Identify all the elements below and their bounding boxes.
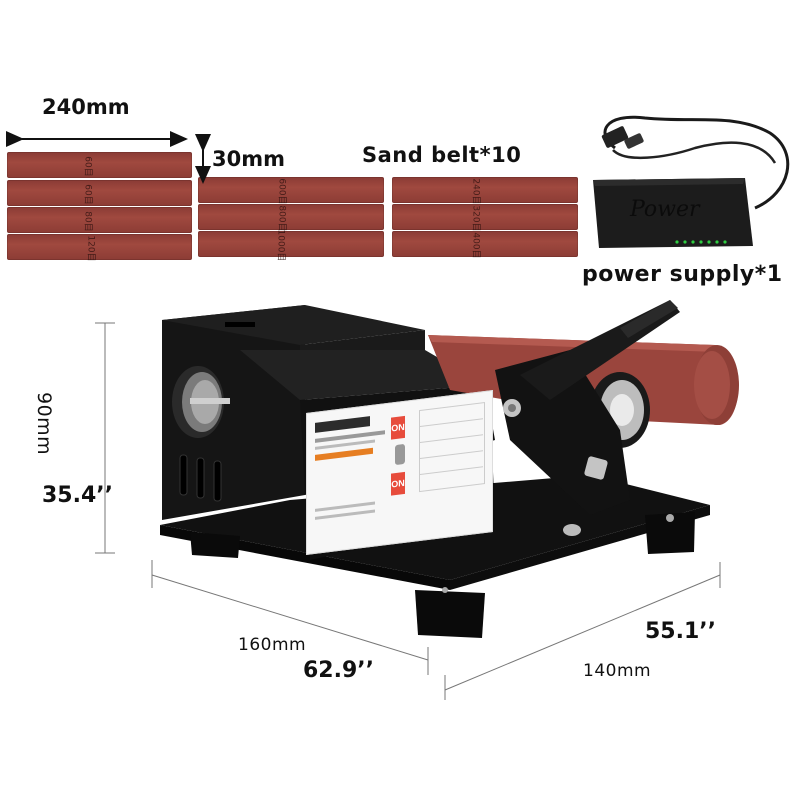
switch-on-indicator-top: ON (391, 415, 405, 440)
height-mm-label: 90mm (33, 392, 55, 456)
belt-width-label: 30mm (212, 147, 285, 171)
sand-belt: 120目 (7, 234, 192, 262)
power-supply-label: power supply*1 (582, 262, 783, 287)
power-supply-image (593, 115, 790, 248)
sand-belt: 60目 (7, 180, 192, 206)
sand-belt: 400目 (392, 231, 578, 259)
belt-length-label: 240mm (42, 95, 130, 119)
product-label-sticker: ON ON (306, 390, 493, 555)
sand-belt: 600目 (198, 177, 384, 205)
switch-on-indicator-bottom: ON (391, 471, 405, 496)
sand-belt: 320目 (392, 204, 578, 232)
depth-in-label: 62.9’’ (303, 658, 374, 683)
sand-belt: 80目 (7, 207, 192, 233)
height-in-label: 35.4’’ (42, 483, 113, 508)
width-mm-label: 140mm (583, 661, 652, 681)
toggle-switch (395, 443, 405, 466)
sand-belt: 240目 (392, 177, 578, 205)
sand-belt: 800目 (198, 204, 384, 232)
depth-line (151, 574, 429, 661)
sand-belt-label: Sand belt*10 (362, 143, 522, 167)
width-line (444, 574, 721, 691)
adapter-brand-text: Power (630, 197, 700, 222)
width-in-label: 55.1’’ (645, 619, 716, 644)
sand-belt: 1000目 (198, 230, 384, 261)
sand-belt: 60目 (7, 152, 192, 178)
depth-mm-label: 160mm (238, 635, 307, 655)
